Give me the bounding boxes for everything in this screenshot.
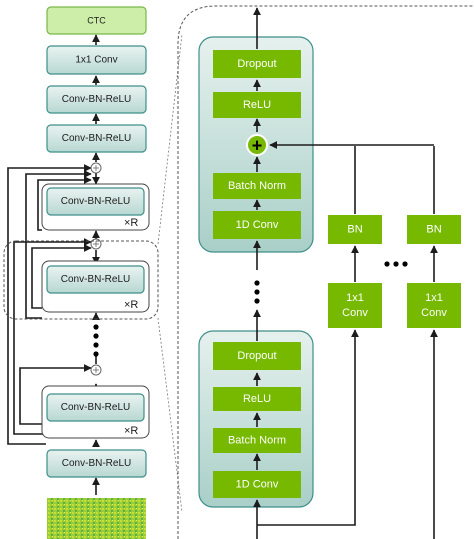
top-cbr-2-label: Conv-BN-ReLU: [62, 133, 131, 144]
spectrogram-image: [47, 498, 146, 539]
top-dropout-box: [213, 50, 301, 78]
block-3-cbr-label: Conv-BN-ReLU: [61, 402, 130, 413]
branch-2-conv-label-line1: 1x1: [425, 292, 443, 304]
bottom-dropout-label: Dropout: [237, 350, 276, 362]
bottom-conv-box: [213, 471, 301, 498]
block-3-repeat-label: ×R: [124, 425, 138, 437]
top-relu-label: ReLU: [243, 99, 271, 111]
detail-arrows: [253, 7, 438, 539]
branch-2-bn-label: BN: [426, 224, 441, 236]
top-conv-box: [213, 211, 301, 239]
block-2-cbr-label: Conv-BN-ReLU: [61, 274, 130, 285]
block-1-cbr-box: [46, 187, 145, 216]
block-3-cbr-box: [46, 393, 145, 422]
block-1-repeat-label: ×R: [124, 217, 138, 229]
top-cbr-1-box: [46, 85, 147, 114]
top-batchnorm-label: Batch Norm: [228, 180, 286, 192]
detail-panel-border: [177, 5, 474, 539]
ctc-box: [46, 6, 147, 35]
top-cbr-2-box: [46, 124, 147, 153]
top-batchnorm-box: [213, 173, 301, 199]
block-1-cbr-label: Conv-BN-ReLU: [61, 196, 130, 207]
left-ellipsis: [93, 324, 99, 357]
branch-1-conv-box: [328, 283, 382, 328]
branch-1-bn-label: BN: [347, 224, 362, 236]
bottom-cbr-label: Conv-BN-ReLU: [62, 458, 131, 469]
bottom-batchnorm-box: [213, 428, 301, 453]
branch-2-conv-label-line2: Conv: [421, 307, 447, 319]
top-cbr-1-label: Conv-BN-ReLU: [62, 94, 131, 105]
bottom-cbr-box: [46, 449, 147, 478]
branch-1-bn-box: [328, 215, 382, 244]
ctc-label: CTC: [87, 16, 106, 26]
left-stack: [7, 34, 100, 495]
bottom-relu-box: [213, 387, 301, 411]
highlight-region: [3, 240, 159, 320]
top-relu-box: [213, 92, 301, 118]
block-2-repeat-label: ×R: [124, 299, 138, 311]
add-node: [246, 134, 268, 156]
bottom-relu-label: ReLU: [243, 393, 271, 405]
top-conv-label: 1D Conv: [236, 219, 279, 231]
top-dropout-label: Dropout: [237, 58, 276, 70]
conv-1x1-box: [46, 45, 147, 75]
bottom-dropout-box: [213, 342, 301, 370]
bottom-batchnorm-label: Batch Norm: [228, 435, 286, 447]
branch-2-conv-box: [407, 283, 461, 328]
block-2-cbr-box: [46, 265, 145, 294]
conv-1x1-label: 1x1 Conv: [75, 55, 117, 66]
branch-1-conv-label-line2: Conv: [342, 307, 368, 319]
branch-2-bn-box: [407, 215, 461, 244]
detail-ellipsis-vertical: [254, 280, 260, 304]
detail-ellipsis-horizontal: [384, 261, 408, 267]
add-symbol: +: [252, 136, 263, 156]
bottom-conv-label: 1D Conv: [236, 479, 279, 491]
branch-1-conv-label-line1: 1x1: [346, 292, 364, 304]
